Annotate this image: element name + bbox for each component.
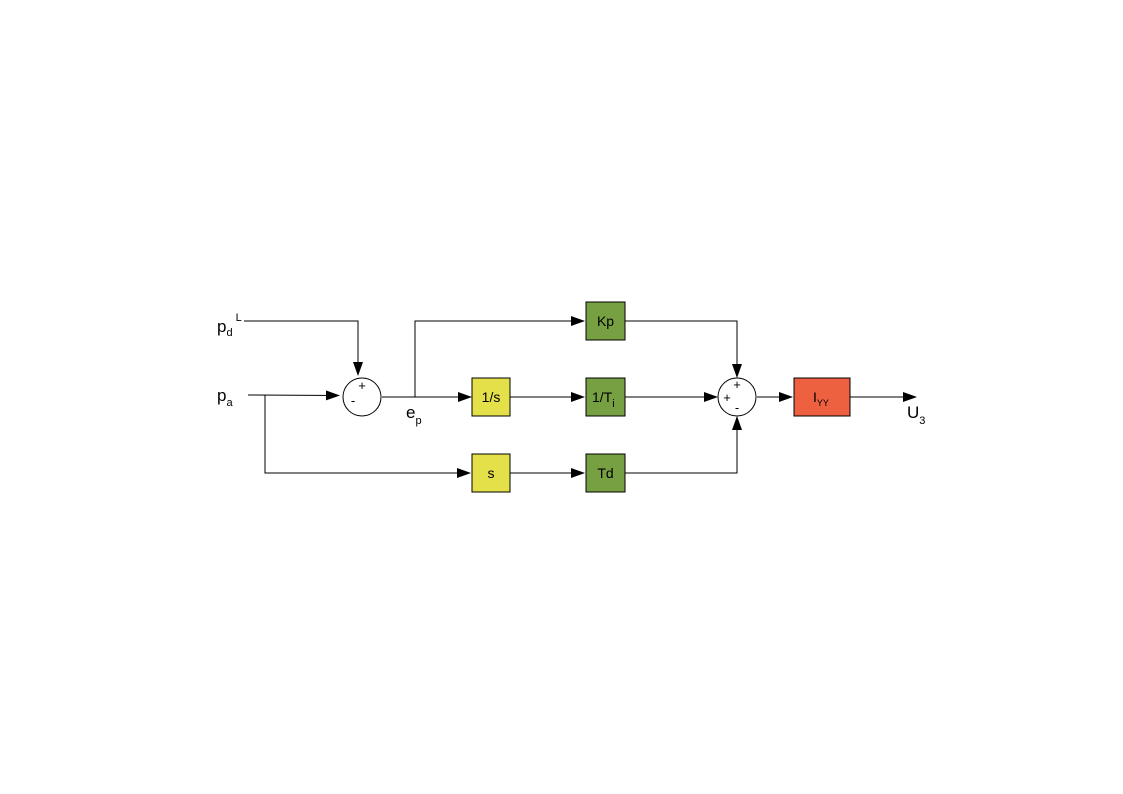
kp-label: Kp	[597, 313, 614, 329]
derivative-block: s	[471, 453, 511, 493]
pa-signal-label: pa	[217, 386, 233, 409]
integrator-label: 1/s	[482, 389, 501, 405]
td-label: Td	[597, 465, 613, 481]
left-summer-plus-sign: +	[358, 378, 366, 393]
u3-output-label: U3	[907, 403, 925, 427]
kp-block: Kp	[585, 301, 626, 341]
right-summer-minus-sign: -	[735, 400, 739, 415]
left-summer-minus-sign: -	[351, 393, 355, 408]
wire-ep-to-kp	[414, 316, 585, 397]
wire-pd-to-summer	[244, 320, 363, 376]
inv-ti-label: 1/Ti	[592, 389, 615, 410]
pd-signal-label: pdL	[217, 312, 242, 339]
right-summer-left-plus-sign: +	[723, 390, 731, 405]
iyy-block: IYY	[793, 377, 851, 417]
right-summing-junction: + + -	[717, 377, 757, 417]
wire-kp-to-summer	[625, 320, 742, 378]
wire-td-to-summer	[625, 416, 742, 474]
right-summer-top-plus-sign: +	[733, 377, 741, 392]
ep-signal-label: ep	[406, 403, 422, 427]
td-block: Td	[585, 453, 626, 493]
integrator-block: 1/s	[471, 377, 511, 417]
left-summing-junction: + -	[342, 377, 382, 417]
wire-pa-to-summer	[247, 390, 340, 401]
inv-ti-block: 1/Ti	[585, 377, 626, 417]
iyy-label: IYY	[813, 389, 829, 408]
derivative-label: s	[488, 465, 495, 481]
wire-pa-to-derivative	[264, 395, 471, 478]
